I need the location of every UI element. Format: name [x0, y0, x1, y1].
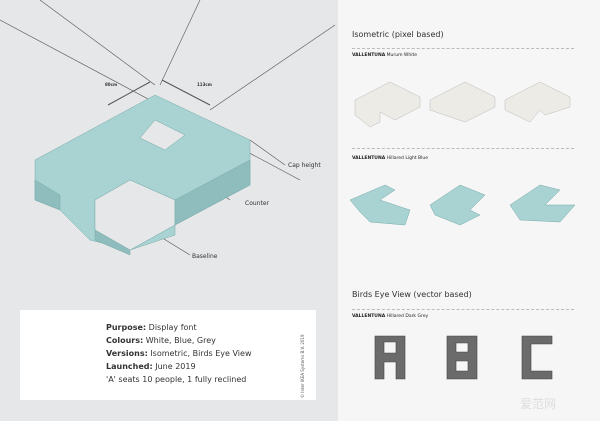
purpose-value: Display font: [146, 323, 197, 332]
iso-white: [354, 81, 571, 128]
divider: [352, 148, 574, 149]
colours-value: White, Blue, Grey: [143, 336, 216, 345]
seats-note: 'A' seats 10 people, 1 fully reclined: [106, 375, 247, 384]
divider: [352, 48, 574, 49]
label-counter: Counter: [245, 200, 269, 207]
colours-key: Colours:: [106, 336, 144, 345]
dimension-80cm: 80cm: [105, 82, 118, 87]
variant-name: Hillared Dark Grey: [385, 314, 429, 319]
white-caption: VALLENTUNA Murum White: [352, 53, 417, 58]
brand: VALLENTUNA: [352, 156, 386, 161]
label-cap-height: Cap height: [288, 162, 321, 169]
purpose-key: Purpose:: [106, 323, 147, 332]
versions-value: Isometric, Birds Eye View: [147, 349, 252, 358]
launched-key: Launched:: [106, 362, 153, 371]
launched-value: June 2019: [152, 362, 196, 371]
birds-title: Birds Eye View (vector based): [352, 290, 472, 299]
label-baseline: Baseline: [192, 253, 218, 260]
watermark: 爱范网: [520, 397, 557, 411]
grey-caption: VALLENTUNA Hillared Dark Grey: [352, 314, 428, 319]
birds-grey: [374, 335, 553, 380]
brand: VALLENTUNA: [352, 314, 386, 319]
blue-caption: VALLENTUNA Hillared Light Blue: [352, 156, 428, 161]
copyright: © Inter IKEA Systems B.V. 2019: [300, 334, 305, 399]
dimension-113cm: 113cm: [197, 82, 212, 87]
divider: [352, 309, 574, 310]
variant-name: Hillared Light Blue: [385, 156, 428, 161]
variant-name: Murum White: [385, 53, 417, 58]
iso-title: Isometric (pixel based): [352, 30, 444, 39]
sofa-blue: [34, 94, 251, 256]
versions-key: Versions:: [106, 349, 148, 358]
brand: VALLENTUNA: [352, 53, 386, 58]
info-box: Purpose: Display font Colours: White, Bl…: [20, 310, 316, 400]
iso-blue: [349, 184, 576, 226]
